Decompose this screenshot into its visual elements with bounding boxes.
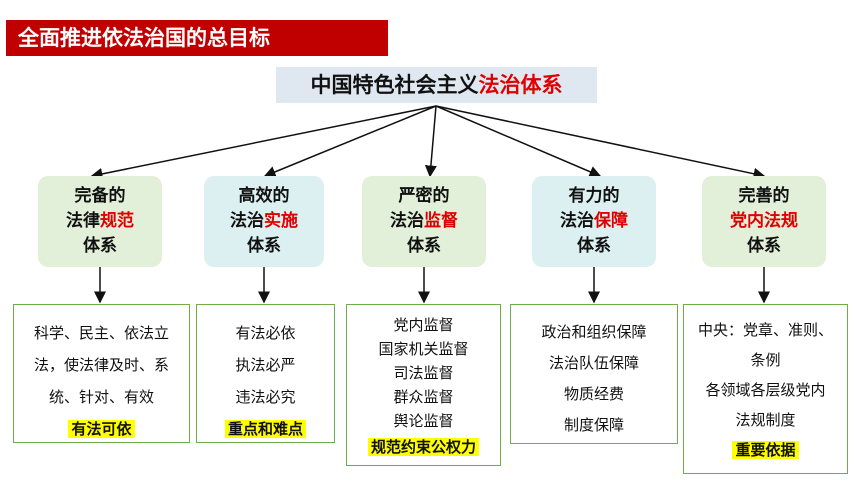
detail-1-highlight: 有法可依 [68, 420, 135, 438]
category-1-line3: 体系 [83, 236, 117, 256]
category-4-line2: 法治保障 [560, 211, 628, 231]
root-node-prefix: 中国特色社会主义 [310, 73, 479, 97]
category-2-line3: 体系 [247, 236, 281, 256]
category-3-line2: 法治监督 [390, 211, 458, 231]
detail-3-highlight-row: 规范约束公权力 [347, 435, 500, 459]
detail-box-5: 中央：党章、准则、 条例 各领域各层级党内 法规制度 重要依据 [683, 304, 848, 474]
detail-3-line: 司法监督 [393, 364, 454, 382]
category-5-line3: 体系 [747, 236, 781, 256]
detail-1-highlight-row: 有法可依 [14, 413, 189, 445]
root-node-emphasis: 法治体系 [478, 73, 563, 97]
detail-box-2: 有法必依 执法必严 违法必究 重点和难点 [196, 304, 335, 443]
arrow-root-to-cat-1 [90, 105, 437, 180]
category-node-2: 高效的 法治实施 体系 [204, 176, 324, 267]
category-4-line1: 有力的 [568, 186, 620, 206]
detail-box-4: 政治和组织保障 法治队伍保障 物质经费 制度保障 [510, 304, 678, 444]
category-node-1: 完备的 法律规范 体系 [38, 176, 162, 267]
detail-5-line: 条例 [750, 351, 781, 369]
category-2-line2: 法治实施 [230, 211, 298, 231]
detail-3-line: 群众监督 [393, 388, 454, 406]
detail-5-highlight: 重要依据 [732, 441, 799, 459]
detail-1-line: 科学、民主、依法立 [33, 324, 169, 342]
detail-3-highlight: 规范约束公权力 [367, 438, 479, 456]
detail-4-line: 政治和组织保障 [541, 323, 647, 341]
arrow-root-to-cat-2 [263, 105, 437, 178]
detail-1-line: 统、针对、有效 [48, 388, 154, 406]
category-3-line3: 体系 [407, 236, 441, 256]
category-1-line1: 完备的 [74, 186, 126, 206]
arrow-root-to-cat-3 [424, 105, 437, 178]
category-3-line1: 严密的 [398, 186, 450, 206]
detail-4-line: 物质经费 [563, 385, 624, 403]
detail-5-highlight-row: 重要依据 [684, 435, 847, 465]
detail-1-line: 法，使法律及时、系 [33, 356, 169, 374]
detail-2-line: 有法必依 [235, 324, 296, 342]
category-node-4: 有力的 法治保障 体系 [532, 176, 656, 267]
detail-3-line: 党内监督 [393, 316, 454, 334]
category-2-line1: 高效的 [238, 186, 290, 206]
detail-5-line: 中央：党章、准则、 [697, 321, 833, 339]
detail-2-highlight-row: 重点和难点 [197, 413, 334, 445]
detail-3-line: 国家机关监督 [378, 340, 469, 358]
category-node-5: 完善的 党内法规 体系 [702, 176, 826, 267]
category-5-line1: 完善的 [738, 186, 790, 206]
detail-2-line: 执法必严 [235, 356, 296, 374]
detail-2-highlight: 重点和难点 [224, 420, 306, 438]
detail-box-3: 党内监督 国家机关监督 司法监督 群众监督 舆论监督 规范约束公权力 [346, 304, 501, 466]
root-node: 中国特色社会主义法治体系 [276, 67, 597, 103]
category-5-line2: 党内法规 [730, 211, 798, 231]
page-title: 全面推进依法治国的总目标 [6, 20, 388, 56]
detail-4-line: 法治队伍保障 [548, 354, 639, 372]
detail-2-line: 违法必究 [235, 388, 296, 406]
detail-3-line: 舆论监督 [393, 412, 454, 430]
detail-4-line: 制度保障 [563, 416, 624, 434]
detail-5-line: 法规制度 [735, 411, 796, 429]
category-1-line2: 法律规范 [66, 211, 134, 231]
arrow-root-to-cat-4 [435, 105, 602, 178]
arrow-root-to-cat-5 [435, 105, 766, 180]
category-4-line3: 体系 [577, 236, 611, 256]
detail-5-line: 各领域各层级党内 [705, 381, 826, 399]
detail-box-1: 科学、民主、依法立 法，使法律及时、系 统、针对、有效 有法可依 [13, 304, 190, 443]
category-node-3: 严密的 法治监督 体系 [362, 176, 486, 267]
